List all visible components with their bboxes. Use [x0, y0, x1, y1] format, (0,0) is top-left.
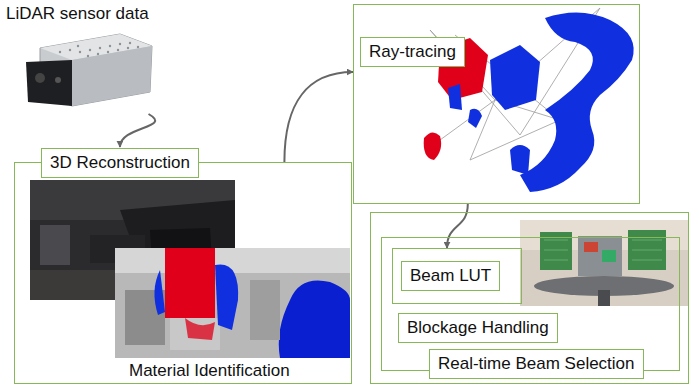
flow-arrow	[447, 204, 468, 248]
stage-panel: Ray-tracing	[353, 4, 640, 204]
stage-title: Ray-tracing	[360, 37, 465, 67]
stage-panel: 3D ReconstructionMaterial Identification	[14, 162, 352, 384]
input-label: LiDAR sensor data	[6, 4, 149, 24]
flow-arrow	[120, 114, 155, 147]
stage-title: 3D Reconstruction	[41, 148, 199, 178]
stage-title: Beam LUT	[401, 261, 500, 291]
stage-caption: Material Identification	[129, 361, 290, 381]
lidar-sensor	[26, 34, 152, 106]
ray-tracing-scene	[424, 8, 634, 192]
stage-panel: Real-time Beam Selection Blockage Handlin…	[370, 212, 689, 384]
sensor-block: LiDAR sensor data	[2, 2, 200, 114]
stage-title: Real-time Beam Selection	[429, 349, 644, 379]
material-segmentation	[115, 248, 350, 358]
robot-photo	[520, 220, 689, 306]
stage-title: Blockage Handling	[398, 313, 558, 343]
stage-panel: Beam LUT	[392, 248, 522, 304]
flow-arrow	[284, 72, 353, 162]
